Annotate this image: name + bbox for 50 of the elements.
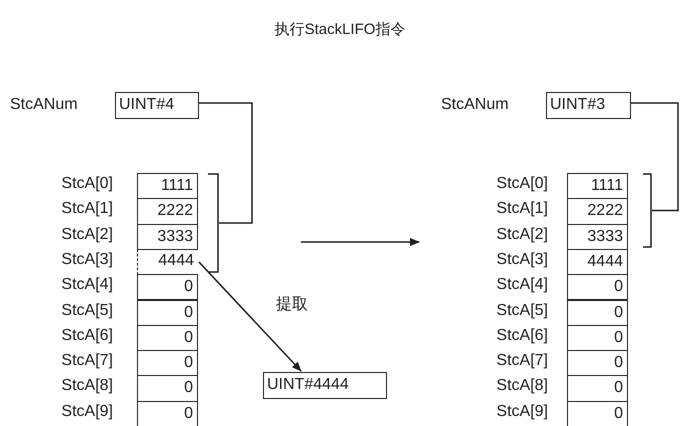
connector-line [199, 102, 253, 224]
element-name: StcA[7] [61, 352, 113, 370]
array-cell: 0 [137, 350, 198, 376]
element-name: StcA[4] [496, 276, 548, 294]
bracket [208, 173, 219, 273]
element-name: StcA[1] [496, 200, 548, 218]
element-name: StcA[6] [496, 326, 548, 345]
array-cell: 3333 [137, 224, 198, 250]
array-cell: 0 [567, 324, 628, 352]
array-cell: 2222 [567, 198, 628, 225]
element-name: StcA[0] [496, 175, 548, 193]
array-cell: 0 [137, 300, 198, 326]
title: 执行StackLIFO指令 [274, 20, 406, 39]
element-name: StcA[4] [61, 276, 113, 294]
element-name: StcA[9] [61, 402, 113, 421]
element-name: StcA[8] [61, 377, 113, 396]
arrow [198, 262, 302, 372]
value-box: UINT#4444 [263, 372, 387, 399]
variable-name: StcANum [10, 96, 78, 114]
array-cell: 0 [137, 324, 198, 352]
element-name: StcA[2] [496, 226, 548, 244]
array-cell: 0 [567, 400, 628, 426]
element-name: StcA[3] [61, 250, 113, 269]
array-cell: 0 [567, 350, 628, 376]
element-name: StcA[5] [496, 302, 548, 320]
array-cell: 3333 [567, 224, 628, 250]
array-cell: 1111 [137, 173, 198, 200]
element-name: StcA[8] [496, 377, 548, 396]
array-cell: 4444 [567, 248, 628, 276]
element-name: StcA[9] [496, 402, 548, 421]
array-cell: 0 [137, 375, 198, 402]
value-box: UINT#4 [115, 92, 199, 119]
array-cell: 0 [567, 274, 628, 300]
element-name: StcA[6] [61, 326, 113, 345]
array-cell: 0 [137, 400, 198, 426]
element-name: StcA[1] [61, 200, 113, 218]
element-name: StcA[0] [61, 175, 113, 193]
array-cell: 2222 [137, 198, 198, 225]
array-cell: 1111 [567, 173, 628, 200]
array-cell: 0 [137, 274, 198, 300]
element-name: StcA[2] [61, 226, 113, 244]
element-name: StcA[5] [61, 302, 113, 320]
array-cell: 0 [567, 375, 628, 402]
array-cell: 0 [567, 300, 628, 326]
bracket [643, 173, 652, 248]
connector-line [631, 102, 679, 212]
variable-name: StcANum [441, 96, 509, 114]
element-name: StcA[7] [496, 352, 548, 370]
element-name: StcA[3] [496, 250, 548, 269]
value-box: UINT#3 [546, 92, 631, 119]
